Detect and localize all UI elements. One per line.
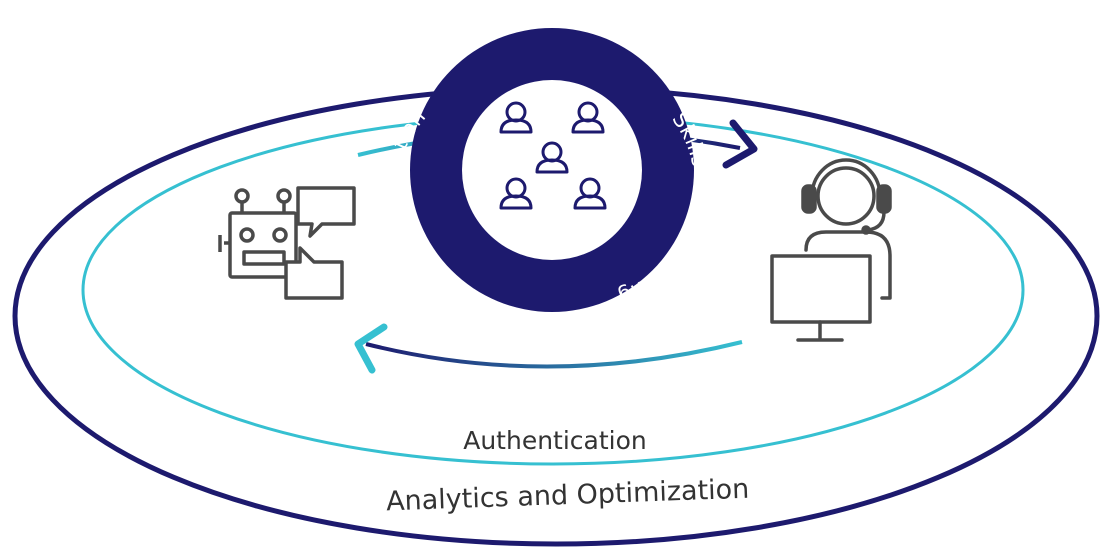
flow-arrowhead-right <box>722 119 758 169</box>
hub-core <box>462 80 642 260</box>
flow-arrow-bottom <box>365 340 743 369</box>
center-hub: Fraud Prevention Skills-Based Routing Cu… <box>377 0 714 323</box>
agent-headset-computer-icon <box>770 158 892 342</box>
inner-ring-label: Authentication <box>463 426 647 455</box>
chatbot-icon <box>218 186 356 300</box>
outer-ring-label: Analytics and Optimization <box>386 474 750 518</box>
flow-arrowhead-left <box>354 323 388 374</box>
people-group-icon <box>499 101 607 210</box>
